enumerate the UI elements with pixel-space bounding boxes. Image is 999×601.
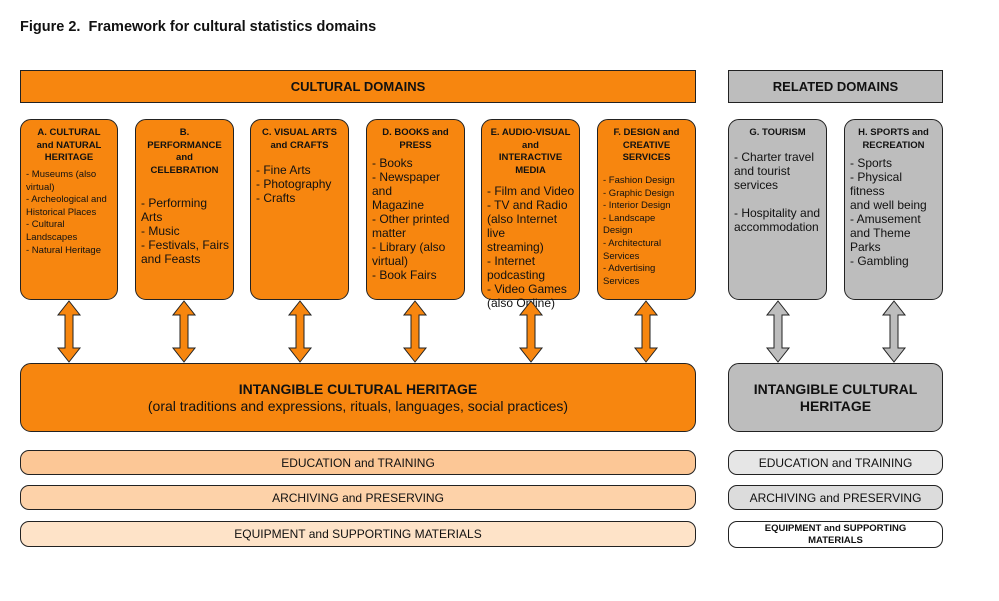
domain-items: - Film and Video - TV and Radio (also In… <box>487 184 575 310</box>
figure-title: Figure 2. Framework for cultural statist… <box>20 19 377 35</box>
domain-box-cultural-natural-heritage: A. CULTURAL and NATURAL HERITAGE - Museu… <box>20 119 118 300</box>
domain-title: H. SPORTS and RECREATION <box>858 127 929 151</box>
intangible-heritage-box: INTANGIBLE CULTURAL HERITAGE (oral tradi… <box>20 363 696 432</box>
archiving-preserving-bar: ARCHIVING and PRESERVING <box>20 485 696 510</box>
domain-box-audio-visual-media: E. AUDIO-VISUAL and INTERACTIVE MEDIA - … <box>481 119 580 310</box>
domain-box-tourism: G. TOURISM - Charter travel and tourist … <box>728 119 827 300</box>
domain-title: B. PERFORMANCE and CELEBRATION <box>147 127 222 176</box>
domain-items: - Fine Arts - Photography - Crafts <box>256 163 332 205</box>
domain-title: G. TOURISM <box>749 127 806 138</box>
domain-title: E. AUDIO-VISUAL and INTERACTIVE MEDIA <box>490 127 571 176</box>
related-intangible-heritage-box: INTANGIBLE CULTURAL HERITAGE <box>728 363 943 432</box>
domain-items: - Charter travel and tourist services - … <box>734 150 821 234</box>
domain-items: - Books - Newspaper and Magazine - Other… <box>372 156 450 282</box>
related-equipment-materials-bar: EQUIPMENT and SUPPORTING MATERIALS <box>728 521 943 548</box>
domain-title: F. DESIGN and CREATIVE SERVICES <box>613 127 680 163</box>
double-arrow-icon <box>56 300 82 363</box>
double-arrow-icon <box>633 300 659 363</box>
domain-title: C. VISUAL ARTS and CRAFTS <box>262 127 337 151</box>
domain-items: - Fashion Design - Graphic Design - Inte… <box>603 175 675 287</box>
double-arrow-icon <box>518 300 544 363</box>
domain-title: D. BOOKS and PRESS <box>382 127 449 151</box>
double-arrow-icon <box>287 300 313 363</box>
domain-box-books-press: D. BOOKS and PRESS - Books - Newspaper a… <box>366 119 465 300</box>
intangible-heritage-title: INTANGIBLE CULTURAL HERITAGE <box>238 380 478 397</box>
domain-items: - Sports - Physical fitness and well bei… <box>850 156 927 268</box>
domain-box-visual-arts-crafts: C. VISUAL ARTS and CRAFTS - Fine Arts - … <box>250 119 349 300</box>
intangible-heritage-subtitle: (oral traditions and expressions, ritual… <box>147 397 569 414</box>
equipment-materials-bar: EQUIPMENT and SUPPORTING MATERIALS <box>20 521 696 547</box>
domain-box-sports-recreation: H. SPORTS and RECREATION - Sports - Phys… <box>844 119 943 300</box>
double-arrow-icon <box>171 300 197 363</box>
related-intangible-heritage-title: INTANGIBLE CULTURAL HERITAGE <box>753 380 918 414</box>
related-domains-header: RELATED DOMAINS <box>728 70 943 103</box>
related-archiving-preserving-bar: ARCHIVING and PRESERVING <box>728 485 943 510</box>
cultural-domains-header: CULTURAL DOMAINS <box>20 70 696 103</box>
double-arrow-icon <box>765 300 791 363</box>
domain-box-design-creative-services: F. DESIGN and CREATIVE SERVICES - Fashio… <box>597 119 696 300</box>
domain-box-performance-celebration: B. PERFORMANCE and CELEBRATION - Perform… <box>135 119 234 300</box>
domain-items: - Performing Arts - Music - Festivals, F… <box>141 196 230 266</box>
education-training-bar: EDUCATION and TRAINING <box>20 450 696 475</box>
double-arrow-icon <box>402 300 428 363</box>
related-education-training-bar: EDUCATION and TRAINING <box>728 450 943 475</box>
domain-items: - Museums (also virtual) - Archeological… <box>26 169 107 256</box>
domain-title: A. CULTURAL and NATURAL HERITAGE <box>36 127 102 163</box>
double-arrow-icon <box>881 300 907 363</box>
